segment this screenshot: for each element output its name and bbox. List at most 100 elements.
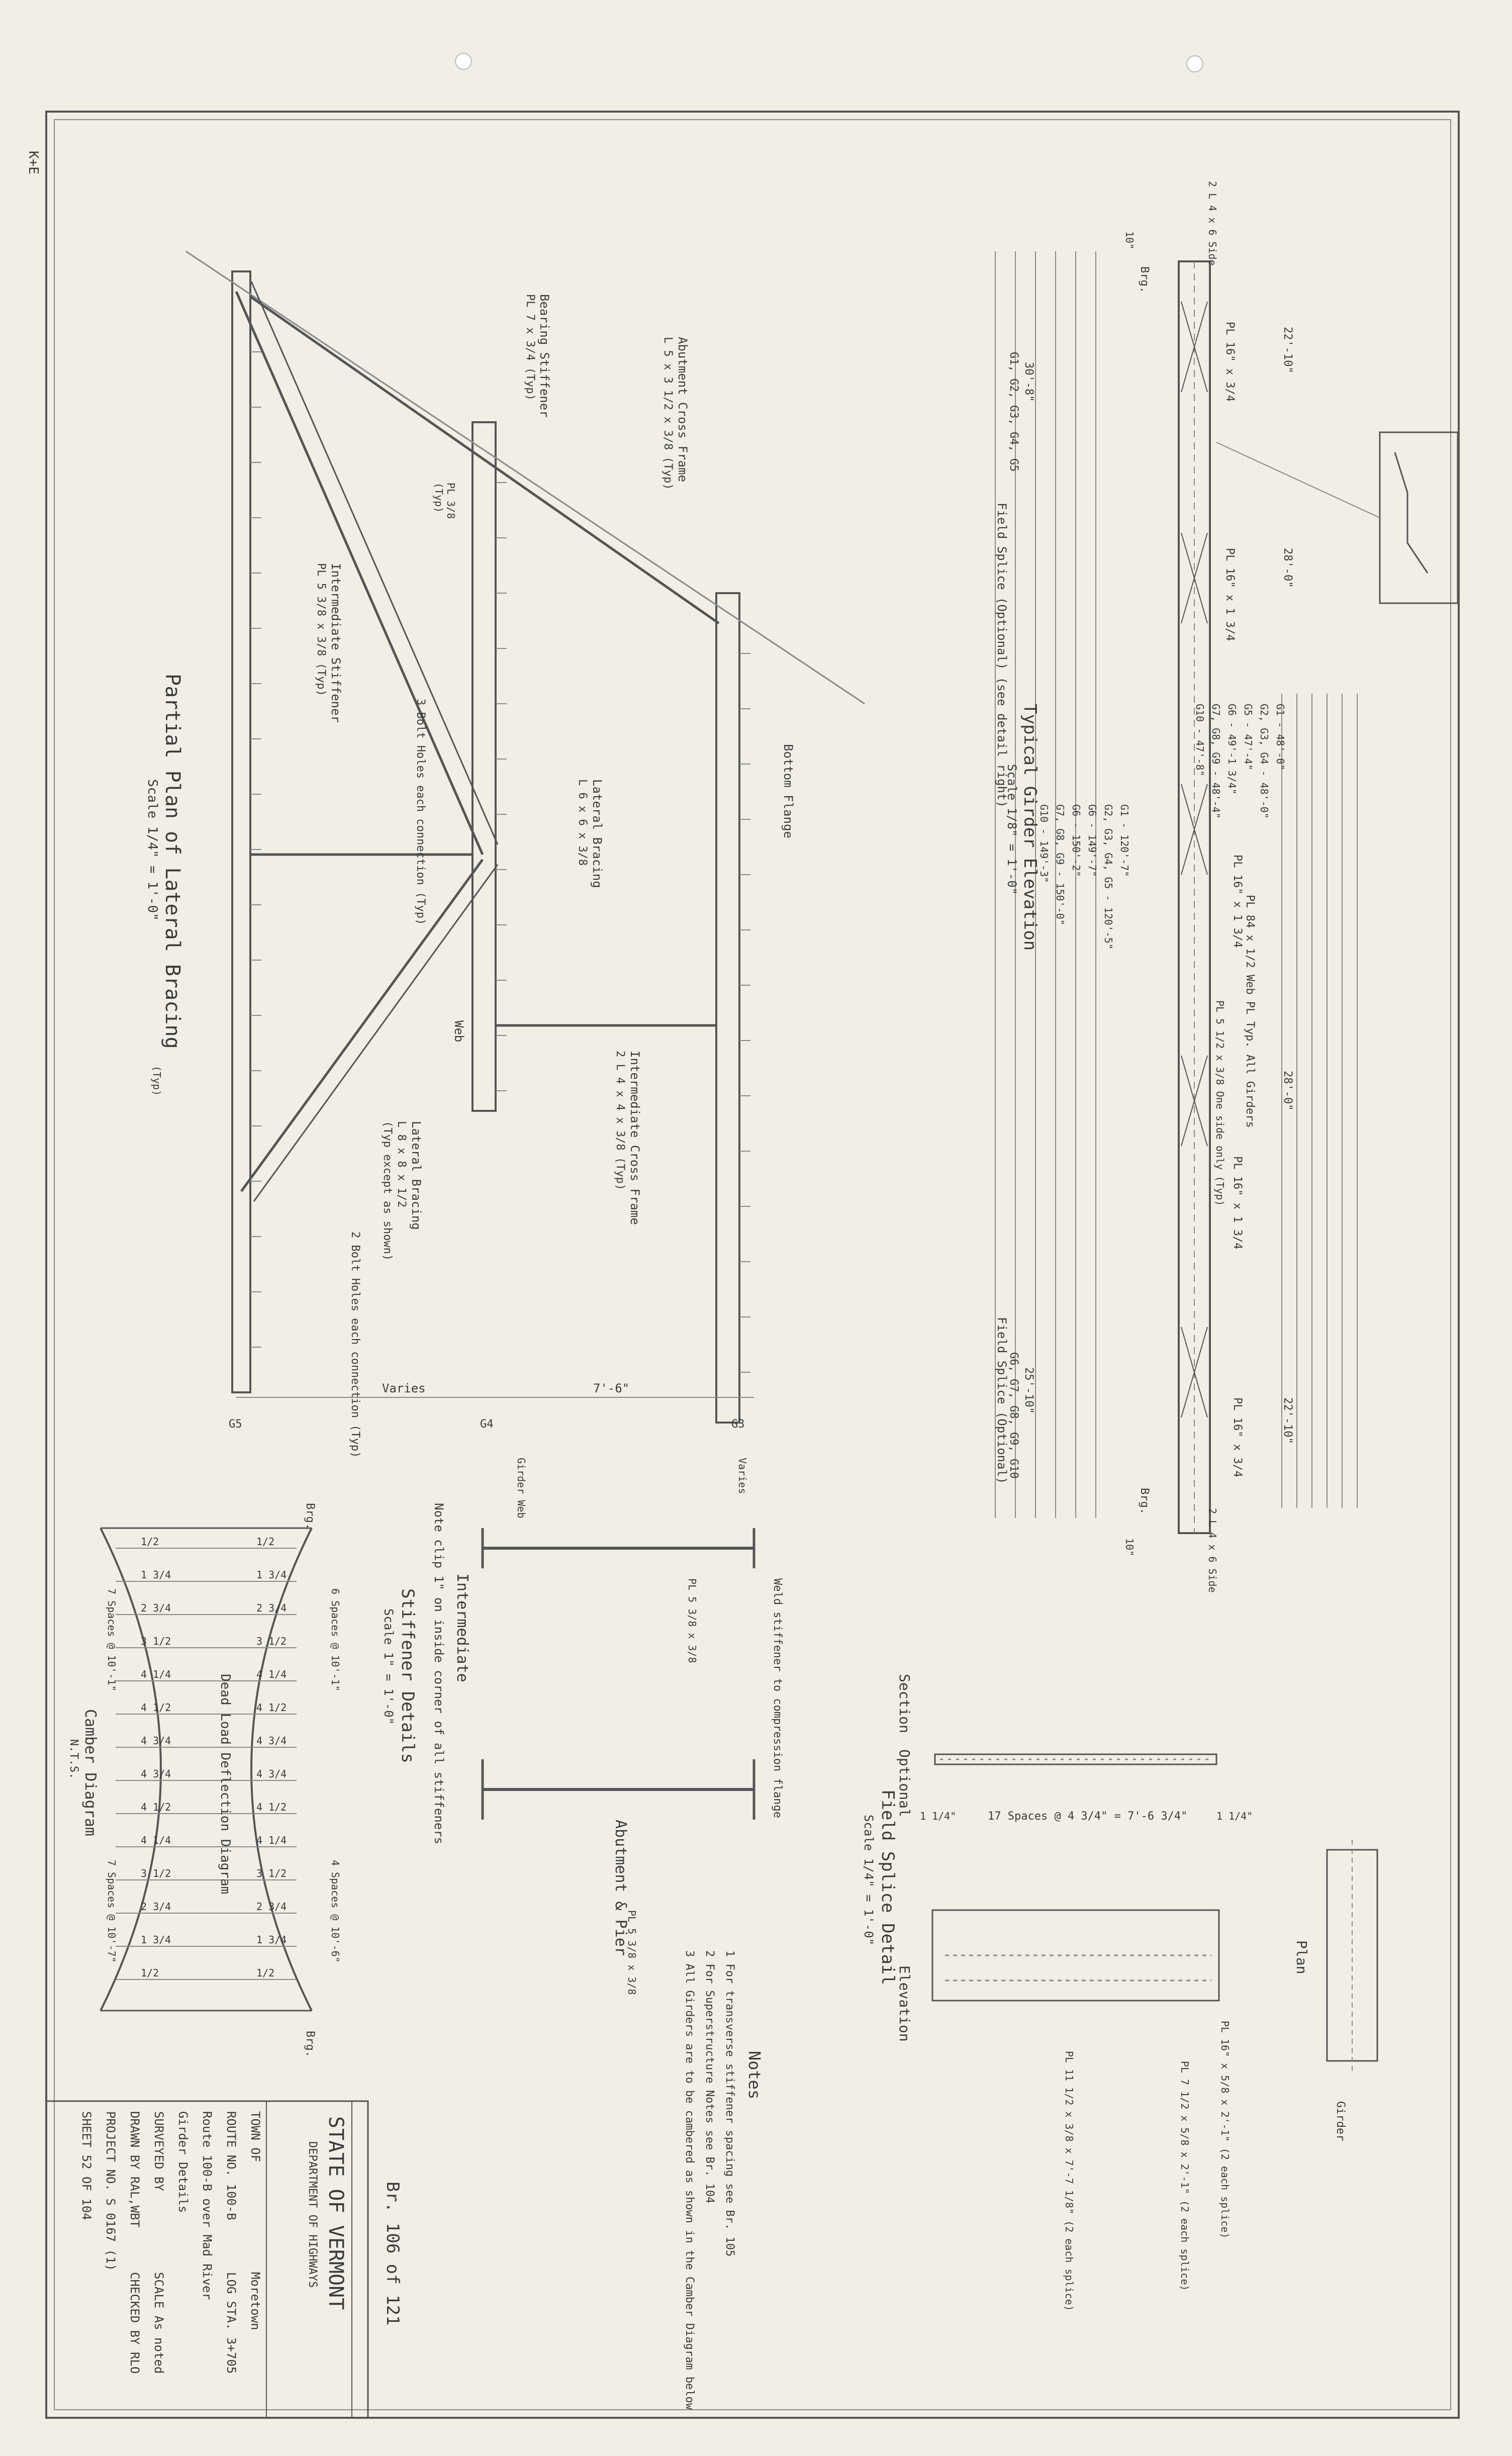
title-block-frame: [45, 2100, 369, 2419]
dead-load-ordinate-value: 4 3/4: [256, 1768, 287, 1780]
splice-elevation-plate: [931, 1909, 1220, 2002]
weld-detail-box: [1379, 431, 1459, 604]
stiffener-title: Stiffener Details: [398, 1588, 418, 1763]
girder-length-upper: G1 - 48'-0": [1274, 704, 1286, 770]
lateral-bracing-scale: Scale 1/4" = 1'-0": [145, 779, 160, 921]
dead-load-ordinate-value: 4 1/2: [256, 1702, 287, 1714]
dead-load-ordinate-value: 3 1/2: [256, 1867, 287, 1879]
girder-web-rect: [1178, 260, 1211, 1534]
dead-load-ordinate-value: 3 1/2: [256, 1635, 287, 1647]
stamp-text: K+E: [26, 151, 41, 174]
bottom-flange-label: Bottom Flange: [781, 744, 795, 838]
stiffener-plate-2: PL 5 3/8 x 3/8: [626, 1910, 638, 1995]
bearing-stiffener-label: Bearing Stiffener: [537, 294, 551, 418]
girder-elevation: Typical Girder Elevation Scale 1/8" = 1'…: [995, 181, 1459, 1593]
splice-section-plate: [934, 1753, 1217, 1765]
brace-diagonal-2: [240, 859, 484, 1192]
punch-hole: [1186, 55, 1203, 72]
brg-right-label: Brg.: [1138, 1488, 1151, 1515]
field-splice-top-label: Field Splice (Optional) (see detail righ…: [995, 503, 1009, 808]
dead-load-ordinate-value: 2 3/4: [256, 1901, 287, 1913]
girder-group-left: G1, G2, G3, G4, G5: [1007, 352, 1020, 471]
weld-note: Weld stiffener to compression flange: [771, 1578, 784, 1818]
dim-2: 28'-0": [1281, 548, 1294, 588]
dead-load-ordinate-value: 1 3/4: [256, 1569, 287, 1581]
splice-side-dim-2: 1 1/4": [1216, 1810, 1253, 1822]
flange-mid-label-3: PL 16" x 1 3/4: [1231, 1156, 1244, 1249]
camber-ordinate-value: 4 3/4: [141, 1768, 171, 1780]
camber-ordinate-value: 1/2: [141, 1967, 159, 1979]
ten-label-2: 10": [1123, 1538, 1136, 1556]
lateral-bracing-title: Partial Plan of Lateral Bracing: [161, 674, 184, 1049]
lateral-bracing-2-note: (Typ except as shown): [381, 1121, 394, 1261]
plate-label: PL 3/8: [445, 483, 457, 519]
notes-heading: Notes: [745, 2051, 764, 2099]
weld-detail-profile: [1394, 452, 1429, 574]
bridge-number: Br. 106 of 121: [383, 2182, 403, 2326]
stiffener-scale: Scale 1" = 1'-0": [382, 1609, 396, 1725]
camber-ordinate-value: 1/2: [141, 1536, 159, 1548]
flange-top-label: PL 16" x 3/4: [1223, 322, 1236, 402]
camber-brg-right: Brg.: [304, 2031, 316, 2057]
camber-ordinate-value: 4 1/2: [141, 1801, 171, 1813]
title-block-row: PROJECT NO. S 0167 (1): [104, 2111, 118, 2271]
title-block-row-value: LOG STA. 3+705: [224, 2272, 238, 2374]
splice-title-1: Optional: [896, 1749, 913, 1817]
sheet-inner-border: [54, 119, 1451, 2410]
girder-g4-label: G4: [480, 1418, 494, 1431]
end-note-top: 2 L 4 x 6 Side: [1206, 181, 1218, 266]
camber-curve-1: [100, 1528, 162, 2011]
camber-ordinate-value: 1 3/4: [141, 1934, 171, 1946]
dead-load-ordinate-value: 4 3/4: [256, 1735, 287, 1747]
bolt-holes-2-label: 2 Bolt Holes each connection (Typ): [349, 1232, 361, 1458]
cross-frame-size: 2 L 4 x 4 x 3/8 (Typ): [614, 1051, 626, 1190]
brace-diagonal-1b: [250, 281, 499, 845]
title-block-row-value: SCALE As noted: [152, 2272, 166, 2374]
camber-ordinate-value: 4 1/4: [141, 1834, 171, 1846]
girder-lengths-upper: G1 - 48'-0"G2, G3, G4 - 48'-0"G5 - 47'-4…: [1194, 704, 1286, 819]
girder-length-lower: G2, G3, G4, G5 - 120'-5": [1102, 804, 1114, 950]
dead-load-ordinate-value: 1 3/4: [256, 1934, 287, 1946]
elevation-dimension-lines: [995, 251, 1358, 1518]
splice-plan-plate: [1326, 1849, 1378, 2062]
girder-g5-label: G5: [229, 1418, 242, 1431]
girder-lengths-lower: G1 - 120'-7"G2, G3, G4, G5 - 120'-5"G6 -…: [1038, 804, 1130, 950]
title-block-row: TOWN OF: [248, 2111, 262, 2162]
lateral-bracing-1-label: Lateral Bracing: [590, 779, 604, 888]
cross-frame-mark: [1181, 827, 1208, 875]
note-1: 1 For transverse stiffener spacing see B…: [723, 1950, 736, 2256]
brace-diagonal-1: [235, 291, 484, 856]
bracing-stiffener-ticks: [250, 351, 750, 1373]
title-block-row: SHEET 52 OF 104: [79, 2111, 93, 2220]
title-block: Br. 106 of 121 STATE OF VERMONT DEPARTME…: [45, 2100, 403, 2419]
camber-ordinate-value: 4 3/4: [141, 1735, 171, 1747]
weld-detail-leader: [1216, 442, 1380, 518]
girder-length-upper: G5 - 47'-4": [1242, 704, 1254, 770]
dead-load-ordinate-value: 4 1/4: [256, 1834, 287, 1846]
typ-label-2: (Typ): [151, 1066, 163, 1096]
brg-left-label: Brg.: [1138, 266, 1151, 293]
cross-frame-mark: [1181, 345, 1208, 393]
department-title: DEPARTMENT OF HIGHWAYS: [306, 2141, 319, 2288]
splice-section-label: Section: [896, 1674, 913, 1733]
girder-group-right: G6, G7, G8, G9, G10: [1007, 1352, 1020, 1479]
web-label: Web: [452, 1020, 466, 1042]
splice-plate-2: PL 7 1/2 x 5/8 x 2'-1" (2 each splice): [1179, 2061, 1191, 2291]
varies-label: Varies: [736, 1458, 748, 1494]
flange-mid-label: PL 16" x 1 3/4: [1223, 548, 1236, 641]
camber-bottom-spaces-2: 7 Spaces @ 10'-7": [106, 1860, 118, 1963]
dead-load-ordinate-value: 1/2: [256, 1967, 274, 1979]
cross-frame-mark: [1181, 576, 1208, 624]
flange-mid-label-2: PL 16" x 1 3/4: [1231, 855, 1244, 948]
camber-bottom-spaces-1: 7 Spaces @ 10'-1": [106, 1588, 118, 1691]
title-block-row: Route 100-B over Mad River: [200, 2111, 214, 2300]
lateral-bracing-2-label: Lateral Bracing: [409, 1121, 423, 1230]
girder-length-lower: G6 - 150'-2": [1070, 804, 1082, 877]
title-block-row: ROUTE NO. 100-B: [224, 2111, 238, 2220]
lateral-bracing-2-size: L 8 x 8 x 1/2: [395, 1121, 408, 1207]
dim-1: 22'-10": [1281, 327, 1294, 373]
dead-load-ordinate-value: 1/2: [256, 1536, 274, 1548]
note-2: 2 For Superstructure Notes see Br. 104: [703, 1950, 716, 2203]
